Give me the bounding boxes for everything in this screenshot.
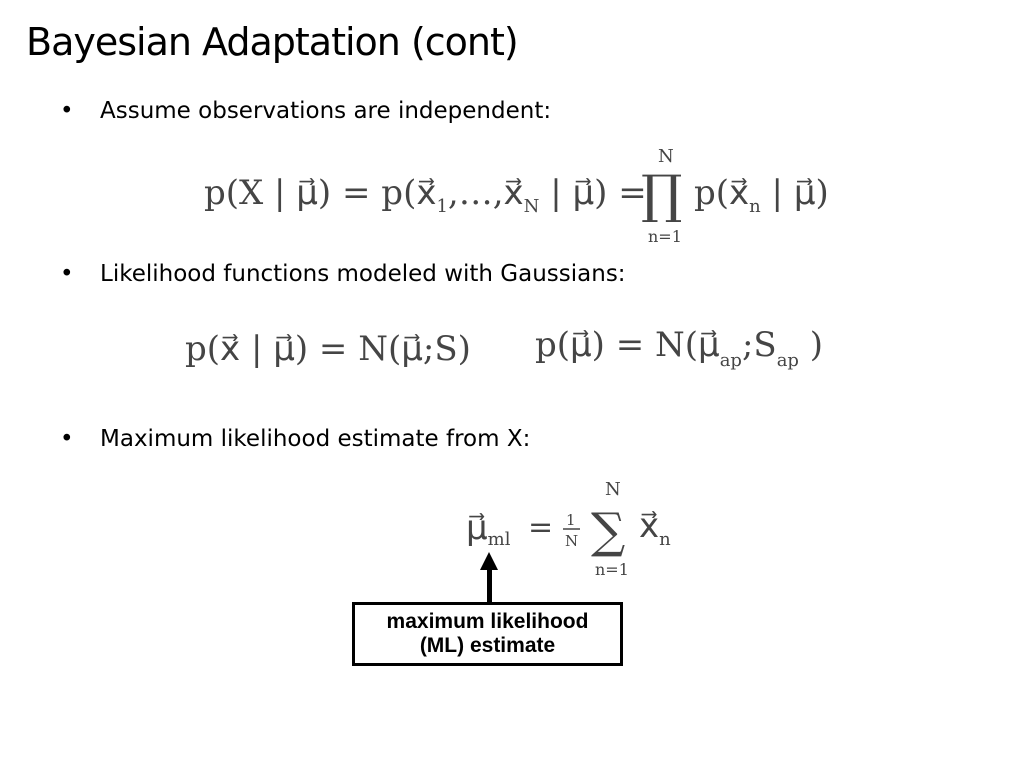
bullet-text: Assume observations are independent:	[100, 98, 552, 124]
product-lower-limit: n=1	[648, 227, 682, 246]
fraction-denominator: N	[565, 532, 578, 550]
svg-text:μ⃗ml: μ⃗ml	[466, 508, 511, 550]
bullet-marker: •	[60, 261, 74, 287]
callout-line-1: maximum likelihood	[386, 610, 589, 633]
bullet-text: Likelihood functions modeled with Gaussi…	[100, 261, 626, 287]
svg-text:p(μ⃗) = N(μ⃗ap;Sap ): p(μ⃗) = N(μ⃗ap;Sap )	[535, 325, 823, 371]
sum-lower-limit: n=1	[595, 560, 629, 579]
fraction-numerator: 1	[566, 511, 576, 529]
equation-likelihood: p(x⃗ | μ⃗) = N(μ⃗;S)	[185, 329, 471, 369]
eq-part: p(x⃗n | μ⃗)	[694, 173, 829, 217]
svg-text:p(x⃗ | μ⃗) = N(μ⃗;S): p(x⃗ | μ⃗) = N(μ⃗;S)	[185, 329, 471, 369]
equation-ml-estimate: μ⃗ml = 1 N N ∑ n=1 x⃗n	[466, 479, 671, 579]
bullet-text: Maximum likelihood estimate from X:	[100, 426, 531, 452]
sum-symbol: ∑	[591, 503, 625, 559]
arrow-shaft	[487, 568, 492, 604]
sum-upper-limit: N	[605, 479, 621, 500]
callout-line-2: (ML) estimate	[419, 634, 556, 657]
bullet-marker: •	[60, 426, 74, 452]
product-symbol: ∏	[641, 165, 682, 225]
svg-text:=: =	[528, 510, 553, 545]
product-upper-limit: N	[658, 146, 674, 167]
slide-title: Bayesian Adaptation (cont)	[26, 20, 519, 64]
ml-estimate-callout: maximum likelihood (ML) estimate	[352, 602, 623, 666]
svg-text:x⃗n: x⃗n	[639, 506, 671, 550]
equation-prior: p(μ⃗) = N(μ⃗ap;Sap )	[535, 325, 823, 371]
eq-part: p(X | μ⃗) = p(x⃗1,…,x⃗N | μ⃗) =	[204, 173, 647, 217]
equation-independence: p(X | μ⃗) = p(x⃗1,…,x⃗N | μ⃗) = N ∏ n=1 …	[204, 146, 829, 246]
arrow-up-icon	[480, 552, 498, 570]
bullet-marker: •	[60, 98, 74, 124]
